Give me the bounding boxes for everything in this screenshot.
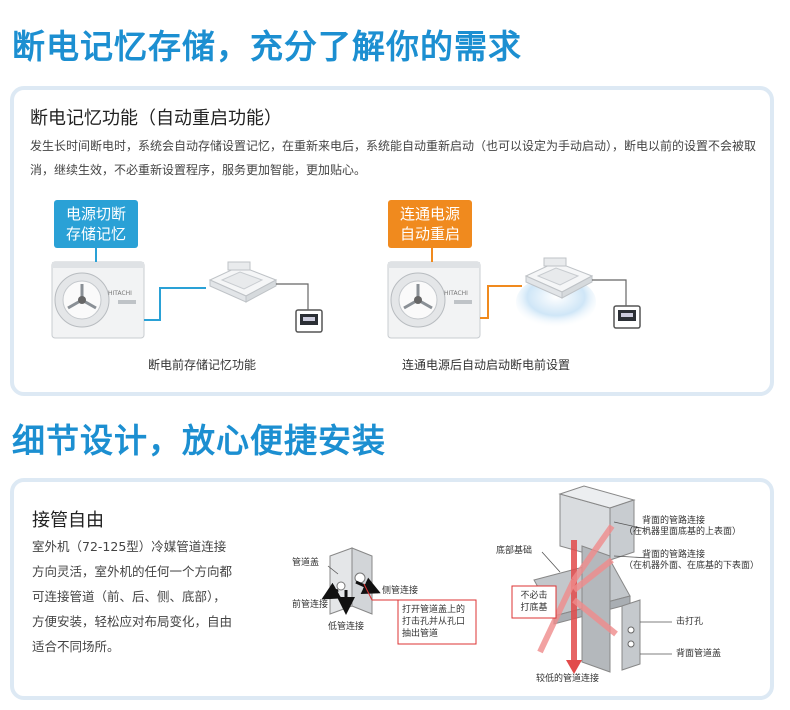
caption-left: 断电前存储记忆功能 [148, 358, 257, 372]
callout-power-on-line1: 连通电源 [399, 205, 460, 223]
label-back-lower-line1: 背面的管路连接 [642, 550, 706, 560]
indoor-cassette-left [208, 261, 278, 303]
label-no-knock: 不必击 打底基 [516, 590, 552, 614]
section2-heading: 细节设计，放心便捷安装 [12, 421, 386, 460]
label-base: 底部基础 [496, 546, 533, 556]
label-knock-hole: 击打孔 [676, 617, 704, 627]
brand-right: HITACHI [444, 290, 468, 297]
callout-power-on: 连通电源 自动重启 [388, 200, 472, 248]
base-pipe-diagram [511, 485, 672, 674]
remote-controller-left [295, 309, 323, 333]
label-no-knock-line1: 不必击 [520, 591, 548, 601]
label-back-lower: 背面的管路连接 （在机器外面、在底基的下表面） [624, 550, 759, 572]
callout-power-on-line2: 自动重启 [399, 225, 460, 243]
section1-heading: 断电记忆存储，充分了解你的需求 [12, 27, 522, 66]
note-knockout: 打开管道盖上的 打击孔并从孔口 抽出管道 [402, 604, 465, 640]
label-side-pipe: 侧管连接 [382, 586, 419, 596]
piping-description: 室外机（72-125型）冷媒管道连接 方向灵活，室外机的任何一个方向都 可连接管… [32, 534, 282, 659]
piping-panel [10, 478, 774, 700]
pipe-cover-diagram [321, 547, 477, 645]
callout-power-off-line1: 电源切断 [65, 205, 126, 223]
label-pipe-cover: 管道盖 [292, 558, 320, 568]
label-back-cover: 背面管道盖 [676, 649, 722, 659]
callout-power-off-line2: 存储记忆 [65, 225, 126, 243]
wire-outdoor-indoor-right [480, 285, 522, 319]
memory-panel-title: 断电记忆功能（自动重启功能） [30, 108, 282, 129]
label-no-knock-line2: 打底基 [520, 603, 548, 613]
note-line2: 打击孔并从孔口 [402, 617, 466, 627]
brand-left: HITACHI [108, 290, 132, 297]
indoor-cassette-right [524, 257, 594, 299]
outdoor-unit-left [51, 261, 145, 339]
piping-panel-title: 接管自由 [32, 510, 104, 531]
piping-desc-line4: 方便安装，轻松应对布局变化，自由 [32, 614, 233, 629]
label-bottom-pipe: 低管连接 [328, 622, 365, 632]
label-lower-pipe: 较低的管道连接 [536, 674, 600, 684]
piping-desc-line2: 方向灵活，室外机的任何一个方向都 [32, 564, 233, 579]
remote-controller-right [613, 305, 641, 329]
label-back-upper-line2: （在机器里面底基的上表面） [624, 527, 742, 537]
wire-indoor-controller-right [592, 279, 627, 306]
piping-desc-line5: 适合不同场所。 [32, 639, 120, 654]
piping-desc-line1: 室外机（72-125型）冷媒管道连接 [32, 539, 227, 554]
note-line1: 打开管道盖上的 [402, 605, 466, 615]
wire-indoor-controller-left [276, 283, 309, 310]
wire-outdoor-indoor-left [144, 287, 206, 321]
outdoor-unit-right [387, 261, 481, 339]
label-back-upper-line1: 背面的管路连接 [642, 516, 706, 526]
label-back-upper: 背面的管路连接 （在机器里面底基的上表面） [624, 516, 741, 538]
note-line3: 抽出管道 [402, 629, 439, 639]
callout-power-off: 电源切断 存储记忆 [54, 200, 138, 248]
label-front-pipe: 前管连接 [292, 600, 329, 610]
label-back-lower-line2: （在机器外面、在底基的下表面） [624, 561, 760, 571]
piping-desc-line3: 可连接管道（前、后、侧、底部）， [32, 589, 226, 604]
memory-description: 发生长时间断电时，系统会自动存储设置记忆，在重新来电后，系统能自动重新启动（也可… [30, 139, 757, 177]
caption-right: 连通电源后自动启动断电前设置 [402, 358, 571, 372]
